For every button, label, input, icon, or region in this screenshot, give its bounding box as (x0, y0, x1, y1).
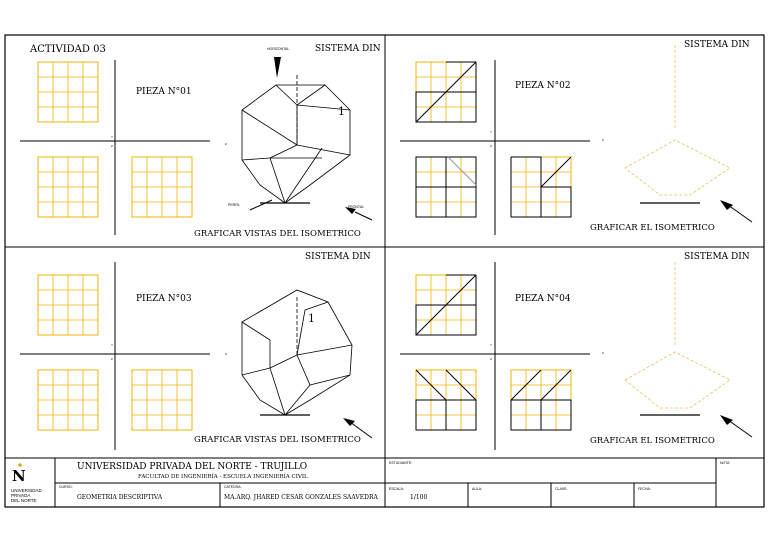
svg-text:Y: Y (490, 343, 492, 347)
upn-logo: N UNIVERSIDAD PRIVADA DEL NORTE (11, 463, 43, 503)
panel-3: SISTEMA DIN PIEZA N°03 Y Z Z 1 GR (20, 252, 373, 450)
piece-number-1: 1 (338, 105, 345, 118)
isometric-piece-3 (241, 289, 353, 416)
instruction-4: GRAFICAR EL ISOMETRICO (590, 436, 715, 446)
svg-text:Z: Z (111, 144, 113, 148)
panel-4: SISTEMA DIN PIEZA N°04 Y Z Z (400, 252, 753, 450)
svg-text:DEL NORTE: DEL NORTE (11, 498, 37, 503)
svg-text:FRONTAL: FRONTAL (348, 205, 364, 209)
svg-text:Z: Z (490, 144, 492, 148)
svg-text:Y: Y (111, 135, 113, 139)
piece-label-1: PIEZA N°01 (136, 87, 192, 97)
svg-text:UNIVERSIDAD: UNIVERSIDAD (11, 488, 43, 493)
instruction-1: GRAFICAR VISTAS DEL ISOMETRICO (194, 229, 361, 239)
svg-text:Z: Z (225, 352, 227, 356)
system-label-1: SISTEMA DIN (315, 44, 381, 54)
svg-text:ESCALA:: ESCALA: (389, 487, 404, 491)
activity-title: ACTIVIDAD 03 (29, 44, 106, 55)
teacher-name: MA.ARQ. JHARED CESAR GONZALES SAAVEDRA (224, 494, 378, 501)
svg-text:Z: Z (602, 138, 604, 142)
svg-text:Y: Y (111, 343, 113, 347)
piece-number-3: 1 (308, 312, 315, 325)
arrow-top-icon (274, 57, 281, 78)
svg-text:Y: Y (490, 130, 492, 134)
svg-text:N: N (12, 467, 26, 485)
iso-guide-2 (624, 45, 731, 196)
svg-text:HORIZONTAL: HORIZONTAL (267, 47, 289, 51)
panel-2: SISTEMA DIN PIEZA N°02 Y Z Z GR (400, 40, 753, 235)
svg-text:CATEDRA:: CATEDRA: (224, 485, 241, 489)
university-name: UNIVERSIDAD PRIVADA DEL NORTE - TRUJILLO (77, 462, 307, 472)
svg-text:Z: Z (490, 357, 492, 361)
piece-label-3: PIEZA N°03 (136, 294, 192, 304)
svg-text:NOTA: NOTA (720, 461, 730, 465)
svg-text:Z: Z (111, 357, 113, 361)
svg-text:Z: Z (225, 142, 227, 146)
system-label-3: SISTEMA DIN (305, 252, 371, 262)
scale-value: 1/100 (410, 494, 427, 501)
piece-label-4: PIEZA N°04 (515, 294, 571, 304)
svg-text:CURSO:: CURSO: (59, 485, 73, 489)
svg-text:Z: Z (602, 351, 604, 355)
svg-text:PRIVADA: PRIVADA (11, 493, 30, 498)
svg-text:PERFIL: PERFIL (228, 203, 240, 207)
svg-text:AULA:: AULA: (472, 487, 482, 491)
iso-guide-4 (624, 262, 731, 409)
faculty-name: FACULTAD DE INGENIERÍA - ESCUELA INGENIE… (138, 473, 308, 480)
piece-label-2: PIEZA N°02 (515, 81, 571, 91)
panel-1: ACTIVIDAD 03 SISTEMA DIN PIEZA N°01 Y Z … (20, 44, 381, 239)
instruction-2: GRAFICAR EL ISOMETRICO (590, 223, 715, 233)
svg-text:CLASE:: CLASE: (555, 487, 567, 491)
svg-text:ESTUDIANTE:: ESTUDIANTE: (389, 461, 412, 465)
system-label-4: SISTEMA DIN (684, 252, 750, 262)
svg-text:FECHA:: FECHA: (638, 487, 651, 491)
system-label-2: SISTEMA DIN (684, 40, 750, 50)
isometric-piece-1 (241, 75, 351, 204)
instruction-3: GRAFICAR VISTAS DEL ISOMETRICO (194, 435, 361, 445)
course-name: GEOMETRIA DESCRIPTIVA (77, 494, 163, 501)
title-block: N UNIVERSIDAD PRIVADA DEL NORTE UNIVERSI… (5, 457, 764, 507)
